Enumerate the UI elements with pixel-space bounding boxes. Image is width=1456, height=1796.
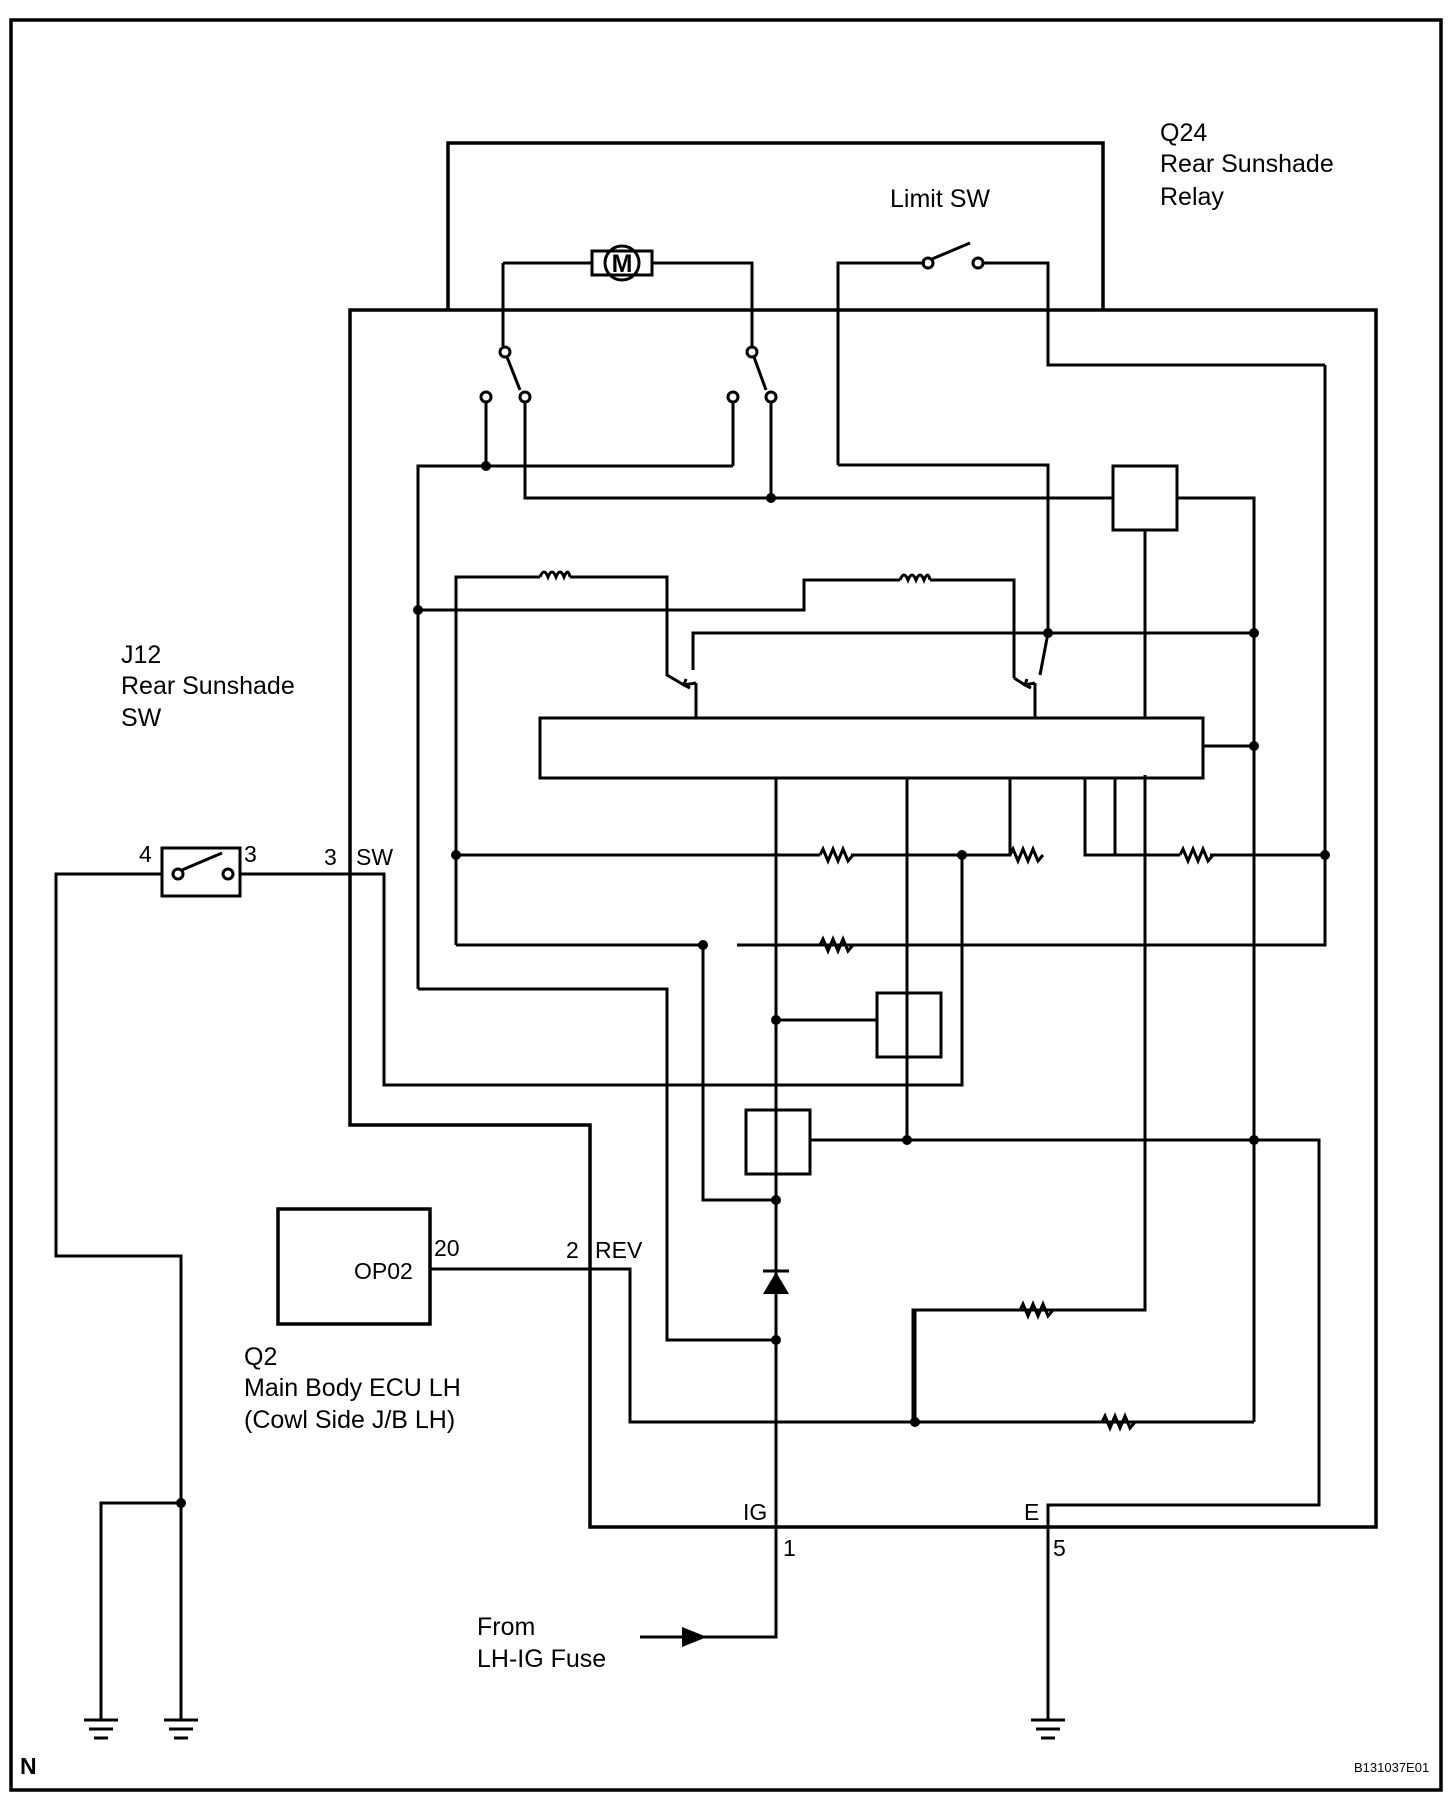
ecu-terminal: OP02 — [354, 1258, 413, 1284]
ecu-box — [276, 1207, 432, 1326]
resistor-icon — [818, 845, 1215, 1432]
switch-pin-left: 4 — [139, 841, 152, 867]
relay-e-name: E — [1024, 1499, 1039, 1525]
coil-icon — [538, 570, 932, 585]
motor-symbol: M — [612, 250, 633, 278]
ground-branch-wire — [99, 1501, 181, 1720]
junction-dots — [176, 461, 1330, 1508]
arrow-icon — [682, 1627, 707, 1647]
relay-ig-pin: 1 — [783, 1535, 796, 1561]
source-line1: From — [477, 1613, 535, 1641]
ig-feed-wire — [640, 1527, 778, 1639]
switch-code: J12 — [121, 641, 161, 669]
ecu-rev-wire — [430, 1267, 913, 1424]
switch-name-line1: Rear Sunshade — [121, 672, 295, 700]
limit-switch-icon — [836, 241, 1325, 465]
relay-internal-wiring — [416, 365, 1327, 1527]
transistor-icon — [682, 678, 1036, 690]
relay-housing — [348, 141, 1378, 1529]
corner-letter: N — [20, 1753, 37, 1779]
source-line2: LH-IG Fuse — [477, 1645, 606, 1673]
ground-icon — [1031, 1718, 1065, 1740]
switch-ground-wire — [54, 872, 183, 1720]
relay-name-line2: Relay — [1160, 183, 1224, 211]
diode-icon — [763, 1269, 789, 1294]
relay-code: Q24 — [1160, 119, 1207, 147]
ecu-pin: 20 — [434, 1235, 460, 1261]
figure-code: B131037E01 — [1354, 1760, 1429, 1775]
ground-icon — [84, 1718, 118, 1740]
ecu-code: Q2 — [244, 1343, 277, 1371]
ecu-name-line2: (Cowl Side J/B LH) — [244, 1406, 455, 1434]
ecu-name-line1: Main Body ECU LH — [244, 1374, 461, 1402]
switch-name-line2: SW — [121, 704, 162, 732]
diagram-border — [9, 18, 1443, 1792]
relay-rev-pin: 2 — [566, 1237, 579, 1263]
relay-contacts-icon — [479, 345, 778, 404]
relay-name-line1: Rear Sunshade — [1160, 150, 1334, 178]
relay-rev-name: REV — [595, 1237, 643, 1263]
motor-icon: M — [501, 244, 754, 346]
relay-e-pin: 5 — [1053, 1535, 1066, 1561]
relay-sw-name: SW — [356, 844, 393, 870]
relay-sw-pin: 3 — [324, 844, 337, 870]
rear-sunshade-switch-icon — [160, 846, 242, 898]
switch-to-relay-wire — [240, 855, 964, 1087]
relay-ig-name: IG — [743, 1499, 767, 1525]
switch-pin-right: 3 — [244, 841, 257, 867]
ground-icon — [164, 1718, 198, 1740]
limit-sw-label: Limit SW — [890, 185, 990, 213]
